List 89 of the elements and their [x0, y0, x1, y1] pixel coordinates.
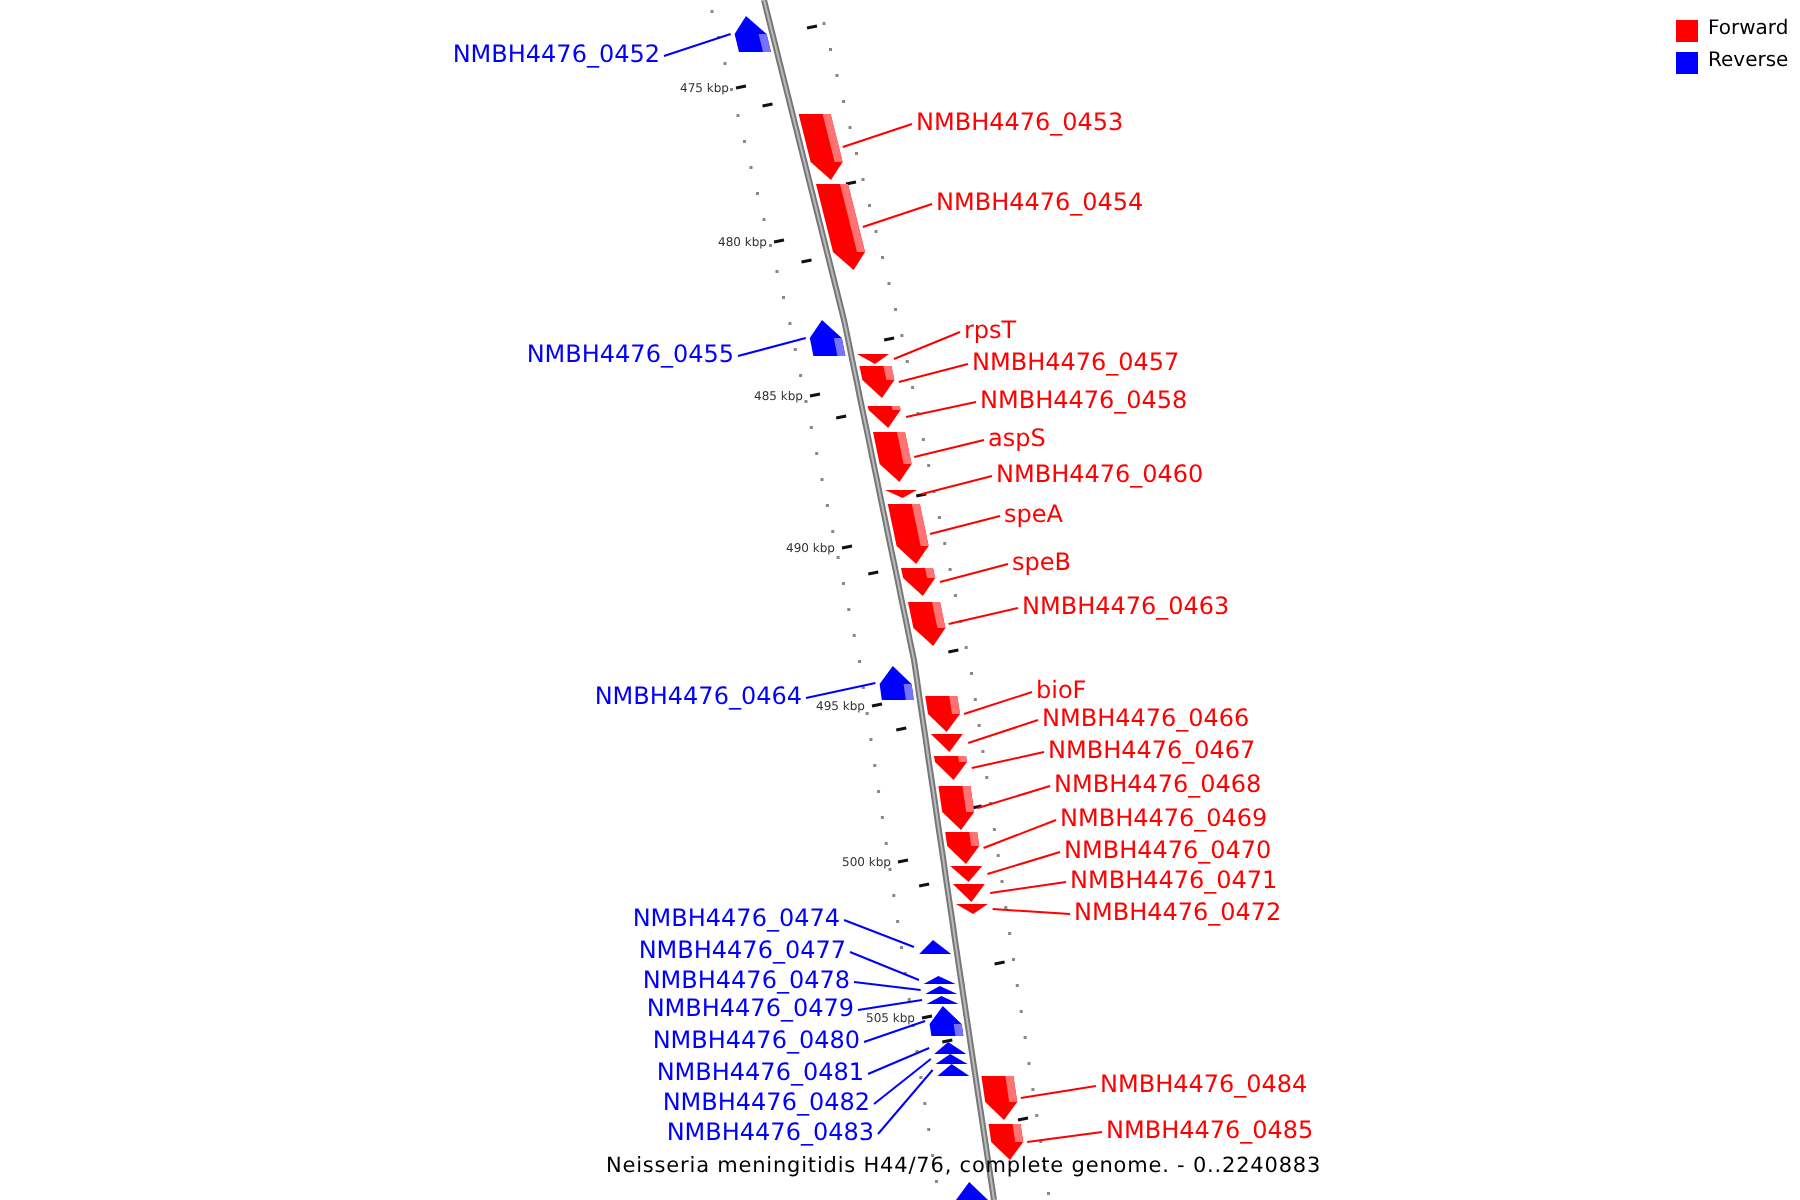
- leader-line: [976, 785, 1051, 809]
- gene-feature: [908, 602, 946, 646]
- gene-label: NMBH4476_0479: [646, 994, 854, 1022]
- gene-feature: [935, 1054, 968, 1064]
- gene-label: NMBH4476_0483: [666, 1118, 874, 1146]
- gene-feature: [956, 1182, 988, 1200]
- gene-label: bioF: [1036, 676, 1087, 704]
- leader-line: [863, 1020, 927, 1043]
- leader-line: [843, 919, 915, 948]
- gene-feature: [988, 1124, 1024, 1160]
- gene-label: NMBH4476_0485: [1106, 1116, 1314, 1144]
- legend-label: Reverse: [1708, 50, 1789, 74]
- legend-label: Forward: [1708, 18, 1789, 42]
- gene-label: NMBH4476_0460: [996, 460, 1204, 488]
- gene-feature: [937, 1064, 970, 1076]
- leader-line: [929, 515, 1001, 535]
- leader-line: [920, 475, 993, 495]
- gene-label: speB: [1012, 548, 1071, 576]
- gene-label: NMBH4476_0482: [662, 1088, 870, 1116]
- leader-line: [873, 1058, 932, 1105]
- caption: Neisseria meningitidis H44/76, complete genome. - 0..2240883: [606, 1154, 1322, 1180]
- leader-line: [857, 999, 923, 1011]
- gene-label: aspS: [988, 424, 1046, 452]
- leader-line: [877, 1069, 934, 1135]
- leader-line: [849, 951, 920, 981]
- gene-label: NMBH4476_0484: [1100, 1070, 1308, 1098]
- gene-label: NMBH4476_0467: [1048, 736, 1256, 764]
- leader-line: [893, 331, 961, 360]
- gene-feature: [867, 406, 901, 428]
- gene-feature: [981, 1076, 1018, 1120]
- gene-label: NMBH4476_0457: [972, 348, 1180, 376]
- leader-line: [841, 123, 913, 148]
- leader-line: [982, 819, 1057, 849]
- leader-line: [989, 881, 1067, 894]
- gene-label: NMBH4476_0458: [980, 386, 1188, 414]
- gene-feature: [923, 976, 956, 984]
- leader-line: [1026, 1131, 1103, 1143]
- gene-feature: [809, 320, 846, 356]
- leader-line: [986, 851, 1061, 875]
- gene-feature: [952, 884, 985, 902]
- gene-label: NMBH4476_0481: [656, 1058, 864, 1086]
- leader-line: [947, 607, 1019, 625]
- gene-feature: [901, 568, 936, 596]
- gene-feature: [934, 1042, 967, 1054]
- gene-label: NMBH4476_0478: [642, 966, 850, 994]
- gene-label: NMBH4476_0463: [1022, 592, 1230, 620]
- leader-line: [867, 1047, 931, 1075]
- gene-label: NMBH4476_0470: [1064, 836, 1272, 864]
- gene-label: NMBH4476_0452: [452, 40, 660, 68]
- gene-feature: [873, 432, 912, 482]
- gene-feature: [925, 986, 958, 994]
- gene-label: rpsT: [964, 316, 1017, 344]
- gene-feature: [734, 16, 771, 52]
- leader-line: [970, 751, 1045, 769]
- leader-line: [737, 337, 807, 357]
- gene-label: NMBH4476_0454: [936, 188, 1144, 216]
- leader-line: [991, 908, 1071, 915]
- gene-label: NMBH4476_0453: [916, 108, 1124, 136]
- gene-feature: [887, 504, 929, 564]
- gene-label: NMBH4476_0477: [638, 936, 846, 964]
- leader-line: [1019, 1085, 1097, 1099]
- leader-line: [913, 439, 985, 458]
- gene-label: NMBH4476_0464: [594, 682, 802, 710]
- leader-line: [963, 691, 1033, 715]
- leader-line: [897, 363, 969, 383]
- leader-line: [663, 33, 732, 57]
- leader-line: [905, 401, 977, 418]
- leader-line: [939, 563, 1009, 583]
- gene-feature: [798, 114, 843, 180]
- gene-label: speA: [1004, 500, 1063, 528]
- gene-feature: [938, 786, 975, 830]
- gene-label: NMBH4476_0469: [1060, 804, 1268, 832]
- gene-feature: [885, 490, 917, 498]
- gene-feature: [919, 940, 952, 954]
- leader-line: [853, 981, 922, 991]
- gene-label: NMBH4476_0474: [632, 904, 840, 932]
- gene-label: NMBH4476_0455: [526, 340, 734, 368]
- gene-label: NMBH4476_0468: [1054, 770, 1262, 798]
- gene-feature: [879, 666, 914, 700]
- gene-feature: [955, 904, 988, 914]
- gene-feature: [816, 184, 865, 270]
- gene-label: NMBH4476_0466: [1042, 704, 1250, 732]
- gene-label: NMBH4476_0480: [652, 1026, 860, 1054]
- leader-line: [805, 682, 877, 699]
- gene-label: NMBH4476_0471: [1070, 866, 1278, 894]
- gene-feature: [934, 756, 967, 780]
- gene-label: NMBH4476_0472: [1074, 898, 1282, 926]
- leader-line: [861, 203, 933, 228]
- leader-line: [967, 719, 1039, 744]
